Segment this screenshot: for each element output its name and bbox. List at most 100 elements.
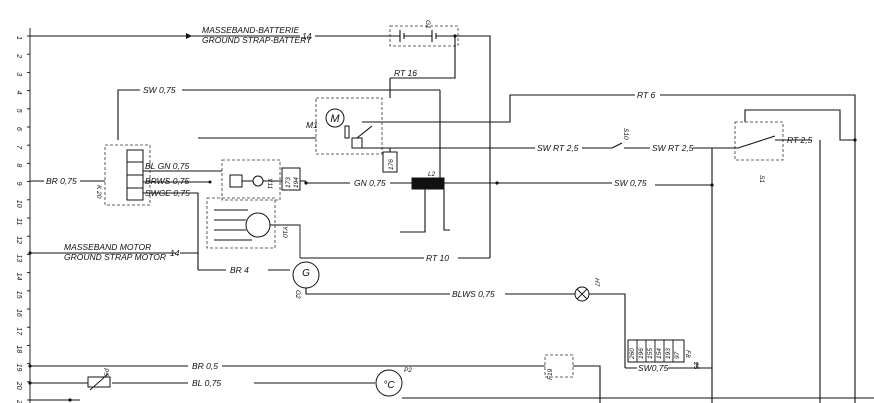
generator-g2-symbol: G [302, 268, 310, 279]
ground-strap-battery-number: 14 [302, 31, 312, 41]
gauge-p2-label: P2 [404, 367, 412, 374]
wire-blgn-label: BL GN 0,75 [145, 161, 190, 171]
fuse-number: 155 [647, 348, 654, 359]
wire-rt10: RT 10 [300, 253, 490, 263]
terminal-194-label: 194 [293, 177, 300, 188]
ground-strap-motor-label-en: GROUND STRAP MOTOR [64, 252, 166, 262]
row-number: 15 [15, 291, 22, 299]
row-number: 9 [15, 182, 22, 186]
ground-strap-motor-label-de: MASSEBAND MOTOR [64, 242, 151, 252]
terminals-173-194: 173 194 [281, 167, 308, 191]
row-number: 13 [15, 254, 22, 262]
wire-br4-label: BR 4 [230, 265, 249, 275]
terminal-176-label: 176 [388, 159, 395, 170]
wire-rt6-label: RT 6 [637, 90, 656, 100]
gauge-p2: °C P2 [375, 367, 874, 399]
row-number: 7 [15, 145, 22, 150]
switch-s1: RT 2,5 S1 [710, 109, 857, 403]
wire-rt10-label: RT 10 [426, 253, 449, 263]
coil-l2-label: L2 [428, 171, 436, 178]
fuse-f19-label: F19 [547, 368, 554, 380]
wire-br05: BR 0,5 [28, 361, 545, 371]
fuse-number: 260 [629, 348, 636, 360]
row-number: 3 [15, 72, 22, 76]
row-number: 11 [15, 218, 22, 225]
row-number: 6 [15, 127, 22, 131]
row-number: 8 [15, 163, 22, 167]
terminal-176: 176 [382, 147, 398, 173]
ground-strap-battery-label-de: MASSEBAND-BATTERIE [202, 25, 299, 35]
terminal-173-label: 173 [285, 177, 292, 188]
wire-blws-label: BLWS 0,75 [452, 289, 495, 299]
fuse-number: 97 [674, 351, 681, 359]
wire-swge-label: SWGE 0,75 [145, 188, 190, 198]
generator-g2: BR 4 G G2 BLWS 0,75 [198, 261, 575, 299]
wire-sw075-mid-label: SW 0,75 [614, 178, 647, 188]
wire-rt16: RT 16 [389, 35, 491, 258]
battery-g1: G1 [389, 20, 459, 79]
ground-strap-motor-number: 14 [170, 248, 180, 258]
motor-m1-label: M1 [306, 120, 318, 130]
battery-g1-label: G1 [424, 20, 431, 29]
relay-k20: K 20 [95, 144, 151, 206]
wire-sw075-low-label: SW0,75 [638, 363, 669, 373]
relay-k20-label: K 20 [95, 185, 102, 199]
fuse-number: 154 [656, 348, 663, 359]
wire-swrt25-label-a: SW RT 2,5 [537, 143, 579, 153]
row-number: 21 [15, 399, 22, 403]
motor-m1: M M1 [198, 97, 383, 155]
row-number: 16 [15, 309, 22, 317]
gauge-p2-symbol: °C [383, 380, 395, 391]
fuse-f19: F19 SW0,75 [544, 354, 697, 403]
row21-wire [30, 398, 80, 402]
wire-br075-label: BR 0,75 [46, 176, 77, 186]
wire-swrt25-label-b: SW RT 2,5 [652, 143, 694, 153]
row-number: 1 [15, 36, 22, 40]
wire-br05-label: BR 0,5 [192, 361, 218, 371]
generator-g2-label: G2 [294, 290, 301, 299]
valve-y11-label: Y11 [266, 178, 273, 189]
valve-y10-label: Y10 [281, 226, 288, 238]
switch-s1-label: S1 [758, 175, 765, 183]
coil-l2: L2 SW 0,75 [400, 171, 712, 233]
row-number: 10 [15, 200, 22, 208]
wire-br075: BR 0,75 [30, 176, 105, 186]
row-number: 19 [15, 364, 22, 372]
fuse-number: 193 [665, 348, 672, 359]
ground-strap-battery-wire: MASSEBAND-BATTERIE GROUND STRAP-BATTERY … [30, 25, 390, 45]
row-number: 4 [15, 91, 22, 95]
lamp-h7-label: H7 [593, 278, 600, 287]
row-number: 18 [15, 345, 22, 353]
row-number: 17 [15, 327, 22, 336]
ground-strap-battery-label-en: GROUND STRAP-BATTERY [202, 35, 313, 45]
fuse-f8-label: F8 [684, 350, 691, 358]
wire-rt25-label: RT 2,5 [787, 135, 813, 145]
wire-gn075-label: GN 0,75 [354, 178, 386, 188]
wire-rt6: RT 6 [382, 90, 856, 403]
wire-brws-label: BRWS 0,75 [145, 176, 190, 186]
switch-s10-label: S10 [622, 128, 629, 140]
row-number-column: 123456789101112131415161718192021 [15, 35, 30, 403]
lamp-h7: H7 [574, 278, 626, 368]
row-number: 12 [15, 236, 22, 244]
ground-strap-motor-wire: MASSEBAND MOTOR GROUND STRAP MOTOR 14 [28, 242, 198, 262]
row-number: 14 [15, 273, 22, 281]
row-number: 2 [15, 53, 22, 58]
wire-rt16-label: RT 16 [394, 68, 417, 78]
motor-m1-symbol: M [330, 113, 340, 125]
sender-p5: P5 BL 0,75 [28, 368, 375, 391]
row-number: 20 [15, 381, 22, 390]
fuse-f8-number: 25 [692, 361, 699, 370]
sender-p5-label: P5 [102, 368, 109, 376]
valve-y10: Y10 [206, 197, 301, 258]
fuse-number: 196 [638, 348, 645, 359]
valve-y11: Y11 [221, 159, 306, 201]
row-number: 5 [15, 109, 22, 113]
wire-sw075-top-label: SW 0,75 [143, 85, 176, 95]
wire-gn075: GN 0,75 [306, 178, 412, 188]
wire-sw075-top: SW 0,75 [117, 85, 441, 185]
wire-bl075-label: BL 0,75 [192, 378, 221, 388]
wire-swrt25: SW RT 2,5 S10 SW RT 2,5 [382, 128, 720, 153]
relay-k20-outputs: BL GN 0,75 BRWS 0,75 SWGE 0,75 [143, 161, 222, 270]
